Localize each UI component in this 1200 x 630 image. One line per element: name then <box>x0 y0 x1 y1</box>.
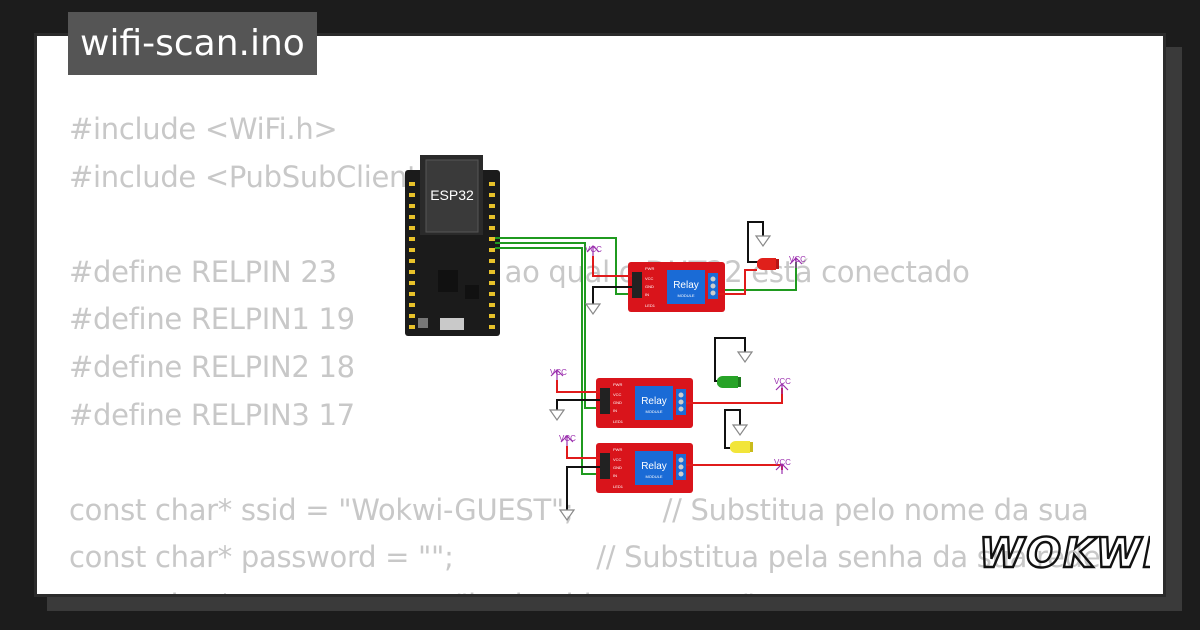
relay-pin-in: IN <box>645 292 649 297</box>
relay-sublabel: MODULE <box>677 293 694 298</box>
esp32-board[interactable]: ESP32 <box>405 155 500 336</box>
code-line: const char* password = ""; // Substitua … <box>69 540 1101 575</box>
vcc-icon: VCC <box>774 377 791 394</box>
relay-pwr-label: PWR <box>613 447 622 452</box>
code-line: #define RELPIN3 17 <box>69 397 355 432</box>
relay-pwr-label: PWR <box>645 266 654 271</box>
relay-pwr-label: PWR <box>613 382 622 387</box>
vcc-label: VCC <box>774 377 791 386</box>
relay-sublabel: MODULE <box>645 474 662 479</box>
ground-icon <box>731 424 749 437</box>
ground-icon <box>754 235 772 248</box>
red-led[interactable] <box>757 257 779 271</box>
code-line: #include <WiFi.h> <box>69 112 338 146</box>
project-title[interactable]: wifi-scan.ino <box>68 12 317 75</box>
relay-pin-in: IN <box>613 408 617 413</box>
vcc-label: VCC <box>585 245 602 254</box>
relay-pin-gnd: GND <box>613 400 622 405</box>
vcc-label: VCC <box>789 255 806 264</box>
relay-module-1[interactable]: Relay MODULE PWR VCC GND IN LED1 <box>628 262 725 312</box>
relay-module-3[interactable]: Relay MODULE PWR VCC GND IN LED1 <box>596 443 693 493</box>
yellow-led[interactable] <box>730 440 753 454</box>
vcc-label: VCC <box>550 368 567 377</box>
relay-sublabel: MODULE <box>645 409 662 414</box>
vcc-icon: VCC <box>559 434 576 446</box>
code-line: #define RELPIN2 18 <box>69 349 355 384</box>
ground-icon <box>584 303 602 316</box>
vcc-icon: VCC <box>585 245 602 256</box>
relay-pin-vcc: VCC <box>613 457 622 462</box>
relay-label: Relay <box>641 396 667 407</box>
vcc-icon: VCC <box>550 368 567 380</box>
relay-module-2[interactable]: Relay MODULE PWR VCC GND IN LED1 <box>596 378 693 428</box>
vcc-label: VCC <box>559 434 576 443</box>
relay-led-label: LED1 <box>645 303 656 308</box>
vcc-label: VCC <box>774 458 791 467</box>
ground-wires <box>556 221 764 510</box>
project-card[interactable]: #include <WiFi.h>#include <PubSubClient.… <box>34 33 1166 597</box>
green-led[interactable] <box>717 375 741 389</box>
wokwi-logo[interactable]: WOKWI <box>975 527 1150 577</box>
ground-icon <box>558 509 576 522</box>
ground-symbols <box>548 235 772 522</box>
relay-pin-vcc: VCC <box>645 276 654 281</box>
vcc-icon: VCC <box>789 255 806 268</box>
esp32-label: ESP32 <box>430 187 474 203</box>
signal-wires <box>495 237 797 475</box>
relay-label: Relay <box>641 461 667 472</box>
vcc-symbols: VCC VCC VCC VCC VCC VCC <box>550 245 806 474</box>
code-preview: #include <WiFi.h>#include <PubSubClient.… <box>69 106 1101 594</box>
relay-led-label: LED1 <box>613 419 624 424</box>
ground-icon <box>548 409 566 422</box>
code-line: #define RELPIN1 19 <box>69 302 355 337</box>
code-line: const char* ssid = "Wokwi-GUEST"; // Sub… <box>69 492 1089 527</box>
code-line: const char* mqtt_server = "broker.hivemq… <box>69 582 1100 594</box>
ground-icon <box>736 351 754 364</box>
relay-label: Relay <box>673 280 699 291</box>
relay-pin-gnd: GND <box>645 284 654 289</box>
relay-led-label: LED1 <box>613 484 624 489</box>
relay-pin-vcc: VCC <box>613 392 622 397</box>
relay-pin-in: IN <box>613 473 617 478</box>
vcc-icon: VCC <box>774 458 791 474</box>
wokwi-logo-text: WOKWI <box>979 529 1150 577</box>
relay-pin-gnd: GND <box>613 465 622 470</box>
